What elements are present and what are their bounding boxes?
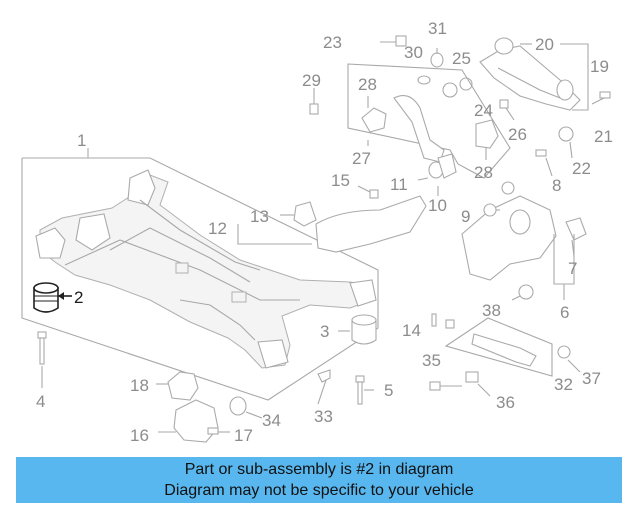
banner-line-disclaimer: Diagram may not be specific to your vehi…: [164, 482, 474, 499]
part-5-bolt: [355, 375, 374, 405]
callout-2: 2: [74, 288, 83, 307]
callout-28b: 28: [474, 163, 493, 182]
callout-12: 12: [208, 219, 227, 238]
part-4-bolt: [37, 331, 47, 388]
callout-32: 32: [554, 375, 573, 394]
callout-27: 27: [352, 149, 371, 168]
callout-17: 17: [234, 426, 253, 445]
part-3-bushing: [338, 314, 377, 345]
callout-30: 30: [404, 43, 423, 62]
lower-arm-parts: [429, 313, 581, 397]
callout-34: 34: [262, 411, 281, 430]
callout-25: 25: [452, 49, 471, 68]
callout-1: 1: [77, 131, 86, 150]
callout-4: 4: [36, 392, 45, 411]
callout-7: 7: [568, 259, 577, 278]
callout-3: 3: [320, 322, 329, 341]
callout-5: 5: [384, 381, 393, 400]
callout-26: 26: [508, 125, 527, 144]
callout-31: 31: [428, 19, 447, 38]
callout-29: 29: [302, 71, 321, 90]
banner-line-part: Part or sub-assembly is #2 in diagram: [184, 461, 454, 478]
callout-18: 18: [130, 376, 149, 395]
callout-16: 16: [130, 426, 149, 445]
upper-left-arm-box: [309, 63, 511, 179]
callout-14: 14: [402, 321, 421, 340]
callout-8: 8: [552, 176, 561, 195]
middle-arm-parts: [237, 153, 457, 253]
callout-labels: 1 2 3 4 5 6 7 8 9 10 11 12 13 14 15 16 1…: [36, 19, 613, 445]
callout-6: 6: [560, 303, 569, 322]
callout-36: 36: [496, 393, 515, 412]
callout-33: 33: [314, 407, 333, 426]
callout-10: 10: [428, 196, 447, 215]
upper-right-arms: [380, 35, 611, 159]
callout-9: 9: [461, 207, 470, 226]
callout-35: 35: [422, 351, 441, 370]
callout-19: 19: [590, 57, 609, 76]
mount-bracket-parts: [156, 369, 331, 443]
part-2-bushing: [33, 282, 72, 313]
knuckle-parts: [461, 149, 587, 301]
info-banner: Part or sub-assembly is #2 in diagram Di…: [16, 457, 622, 503]
callout-23: 23: [323, 33, 342, 52]
callout-21: 21: [594, 127, 613, 146]
parts-diagram: 1 2 3 4 5 6 7 8 9 10 11 12 13 14 15 16 1…: [21, 19, 613, 445]
callout-37: 37: [582, 369, 601, 388]
callout-13: 13: [250, 207, 269, 226]
callout-28a: 28: [358, 75, 377, 94]
callout-38: 38: [482, 301, 501, 320]
callout-20: 20: [535, 35, 554, 54]
subframe-group: [21, 148, 379, 401]
callout-15: 15: [331, 171, 350, 190]
callout-24: 24: [474, 101, 493, 120]
callout-11: 11: [390, 175, 408, 194]
callout-22: 22: [572, 159, 591, 178]
